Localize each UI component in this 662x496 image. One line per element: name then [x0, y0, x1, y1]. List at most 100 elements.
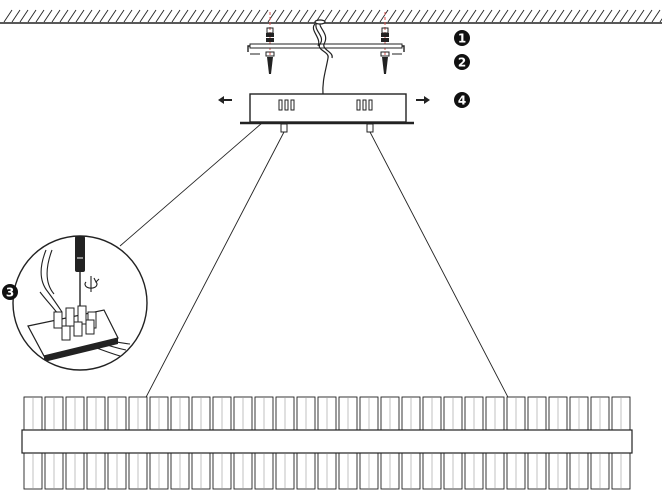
ring-lamp	[21, 396, 633, 490]
arrow-right-icon	[416, 96, 430, 104]
hatch-stroke	[267, 9, 277, 23]
hatch-stroke	[155, 9, 165, 23]
hatch-stroke	[531, 9, 541, 23]
step-badge-4: 4	[454, 92, 470, 108]
hatch-stroke	[11, 9, 21, 23]
power-cable	[312, 19, 333, 96]
hatch-stroke	[539, 9, 549, 23]
wall-plug-right	[380, 51, 390, 74]
terminal-block-edge	[44, 338, 118, 362]
hatch-stroke	[291, 9, 301, 23]
canopy	[240, 93, 414, 125]
hatch-stroke	[331, 9, 341, 23]
canopy-vent-left	[278, 99, 295, 111]
hatch-stroke	[395, 9, 405, 23]
screwdriver	[75, 236, 85, 306]
hatch-stroke	[627, 9, 637, 23]
hatch-stroke	[651, 9, 661, 23]
hatch-stroke	[275, 9, 285, 23]
hatch-stroke	[387, 9, 397, 23]
hatch-stroke	[635, 9, 645, 23]
hatch-stroke	[163, 9, 173, 23]
hatch-stroke	[411, 9, 421, 23]
hatch-stroke	[51, 9, 61, 23]
hatch-stroke	[35, 9, 45, 23]
wire-clip-left	[280, 123, 288, 133]
hatch-stroke	[619, 9, 629, 23]
terminal-posts	[53, 305, 97, 341]
suspension-wire-left	[129, 131, 285, 429]
hatch-stroke	[595, 9, 605, 23]
hatch-stroke	[227, 9, 237, 23]
hatch-stroke	[19, 9, 29, 23]
crystal-row-bottom	[23, 452, 631, 490]
wall-plug-left	[265, 51, 275, 74]
hatch-stroke	[563, 9, 573, 23]
hatch-stroke	[299, 9, 309, 23]
hatch-stroke	[435, 9, 445, 23]
step-badge-1-number: 1	[458, 32, 466, 46]
hatch-stroke	[307, 9, 317, 23]
hatch-stroke	[43, 9, 53, 23]
hatch-stroke	[243, 9, 253, 23]
hatch-stroke	[659, 18, 662, 23]
hatch-stroke	[83, 9, 93, 23]
rotate-arrow-icon	[84, 276, 100, 292]
hatch-stroke	[491, 9, 501, 23]
hatch-stroke	[75, 9, 85, 23]
mounting-bracket	[247, 43, 405, 55]
hatch-stroke	[571, 9, 581, 23]
hatch-stroke	[99, 9, 109, 23]
step-badge-2: 2	[454, 54, 470, 70]
hatch-stroke	[459, 9, 469, 23]
hatch-stroke	[587, 9, 597, 23]
hatch-stroke	[67, 9, 77, 23]
hatch-stroke	[555, 9, 565, 23]
hatch-stroke	[219, 9, 229, 23]
screw-right	[381, 27, 389, 42]
hatch-stroke	[115, 9, 125, 23]
hatch-stroke	[147, 9, 157, 23]
hatch-stroke	[403, 9, 413, 23]
ceiling	[0, 9, 662, 24]
canopy-vent-right	[356, 99, 373, 111]
hatch-stroke	[499, 9, 509, 23]
crystal-row-top	[23, 396, 631, 431]
hatch-stroke	[523, 9, 533, 23]
hatch-stroke	[547, 9, 557, 23]
hatch-stroke	[363, 9, 373, 23]
hatch-stroke	[91, 9, 101, 23]
hatch-stroke	[579, 9, 589, 23]
wiring-detail-zoom	[12, 235, 148, 371]
callout-leader	[119, 122, 263, 247]
hatch-stroke	[467, 9, 477, 23]
hatch-stroke	[323, 9, 333, 23]
hatch-stroke	[443, 9, 453, 23]
hatch-stroke	[107, 9, 117, 23]
hatch-stroke	[3, 9, 13, 23]
step-badge-3-number: 3	[6, 286, 14, 300]
hatch-stroke	[187, 9, 197, 23]
ring-band	[21, 429, 633, 454]
hatch-stroke	[259, 9, 269, 23]
hatch-stroke	[59, 9, 69, 23]
hatch-stroke	[483, 9, 493, 23]
hatch-stroke	[251, 9, 261, 23]
suspension-wire-right	[369, 131, 525, 429]
step-badge-4-number: 4	[458, 94, 466, 108]
hatch-stroke	[515, 9, 525, 23]
hatch-stroke	[603, 9, 613, 23]
hatch-stroke	[611, 9, 621, 23]
hatch-stroke	[123, 9, 133, 23]
hatch-stroke	[139, 9, 149, 23]
hatch-stroke	[171, 9, 181, 23]
hatch-stroke	[643, 9, 653, 23]
hatch-stroke	[179, 9, 189, 23]
hatch-stroke	[211, 9, 221, 23]
hatch-stroke	[203, 9, 213, 23]
step-badge-3: 3	[2, 284, 18, 300]
hatch-stroke	[27, 9, 37, 23]
arrow-left-icon	[218, 96, 232, 104]
hatch-stroke	[355, 9, 365, 23]
